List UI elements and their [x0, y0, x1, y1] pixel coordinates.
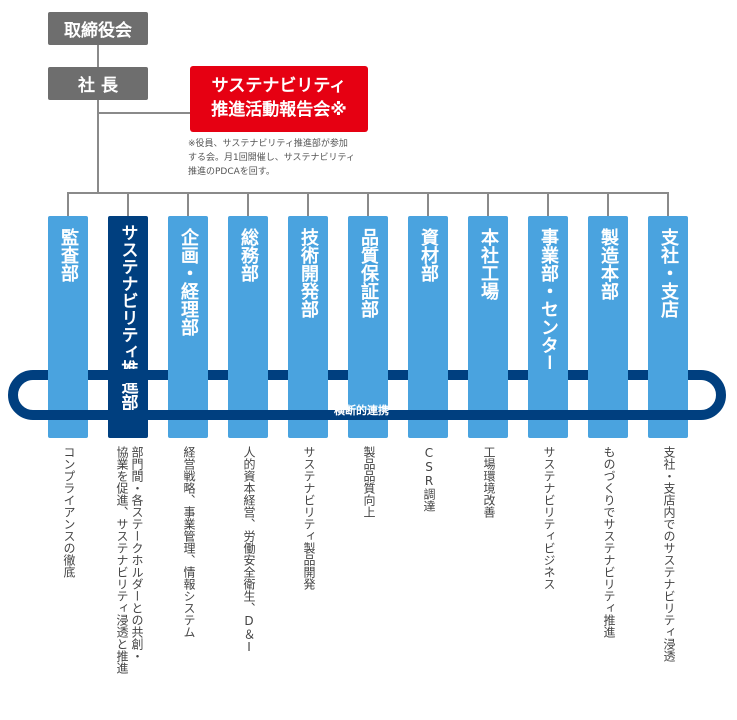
department-description-line: 部門間・各ステークホルダーとの共創・ — [130, 446, 144, 662]
department-description-line: CSR調達 — [422, 446, 436, 512]
department-description: コンプライアンスの徹底 — [60, 446, 76, 578]
department-description: 部門間・各ステークホルダーとの共創・協業を促進、サステナビリティ浸透と推進 — [112, 446, 144, 674]
department-box: サステナビリティ推進部 — [108, 216, 148, 438]
department-label: 技術開発部 — [298, 228, 319, 318]
department-description-line: サステナビリティ製品開発 — [302, 446, 316, 590]
department-description: 経営戦略、事業管理、情報システム — [180, 446, 196, 638]
department-description-line: 製品品質向上 — [362, 446, 376, 518]
department-box: 企画・経理部 — [168, 216, 208, 438]
committee-note: ※役員、サステナビリティ推進部が参加 する会。月1回開催し、サステナビリティ 推… — [188, 139, 356, 177]
department-label: 監査部 — [58, 228, 79, 282]
department-overlap — [588, 369, 628, 383]
department-connector — [247, 193, 249, 216]
department-overlap — [408, 369, 448, 383]
department-label: 本社工場 — [478, 228, 499, 300]
department-box: 資材部 — [408, 216, 448, 438]
department-description-line: 工場環境改善 — [482, 446, 496, 518]
department-box: 監査部 — [48, 216, 88, 438]
department-box: 製造本部 — [588, 216, 628, 438]
department-box: 本社工場 — [468, 216, 508, 438]
department-label: サステナビリティ推進部 — [117, 224, 138, 411]
department-label: 総務部 — [238, 228, 259, 282]
department-description: 製品品質向上 — [360, 446, 376, 518]
department-label: 事業部・センター — [538, 228, 559, 372]
department-label: 支社・支店 — [658, 228, 679, 318]
committee-label-line2: 推進活動報告会※ — [211, 100, 347, 120]
department-connector — [127, 193, 129, 216]
connector-president-committee — [97, 112, 190, 114]
department-connector — [427, 193, 429, 216]
department-box: 品質保証部 — [348, 216, 388, 438]
department-description: サステナビリティ製品開発 — [300, 446, 316, 590]
committee-label-line1: サステナビリティ — [211, 76, 347, 96]
department-connector — [187, 193, 189, 216]
department-box: 総務部 — [228, 216, 268, 438]
department-overlap — [648, 369, 688, 383]
department-overlap — [228, 369, 268, 383]
department-overlap — [168, 369, 208, 383]
department-label: 企画・経理部 — [178, 228, 199, 336]
department-overlap — [108, 369, 148, 383]
department-label: 品質保証部 — [358, 228, 379, 318]
board-box: 取締役会 — [48, 12, 148, 45]
department-connector — [307, 193, 309, 216]
department-description: サステナビリティビジネス — [540, 446, 556, 590]
department-description: 支社・支店内でのサステナビリティ浸透 — [660, 446, 676, 662]
department-overlap — [528, 369, 568, 383]
department-connector — [487, 193, 489, 216]
department-overlap — [468, 369, 508, 383]
department-overlap — [288, 369, 328, 383]
department-description-line: 支社・支店内でのサステナビリティ浸透 — [662, 446, 676, 662]
department-description-line: 協業を促進、サステナビリティ浸透と推進 — [115, 446, 129, 674]
department-connector — [67, 193, 69, 216]
department-overlap — [48, 369, 88, 383]
department-label: 製造本部 — [598, 228, 619, 300]
department-description-line: コンプライアンスの徹底 — [62, 446, 76, 578]
department-label: 資材部 — [418, 228, 439, 282]
department-description-line: サステナビリティビジネス — [542, 446, 556, 590]
department-description-line: 経営戦略、事業管理、情報システム — [182, 446, 196, 638]
department-box: 事業部・センター — [528, 216, 568, 438]
department-description: 人的資本経営、労働安全衛生、D＆I — [240, 446, 256, 654]
department-overlap — [348, 369, 388, 383]
president-box: 社 長 — [48, 67, 148, 100]
department-connector — [367, 193, 369, 216]
president-label: 社 長 — [78, 76, 118, 96]
department-description: CSR調達 — [420, 446, 436, 512]
department-connector — [547, 193, 549, 216]
department-connector — [667, 193, 669, 216]
loop-label: 横断的連携 — [334, 404, 389, 417]
committee-box: サステナビリティ 推進活動報告会※ — [190, 66, 368, 132]
department-description: ものづくりでサステナビリティ推進 — [600, 446, 616, 638]
trunk-line — [97, 100, 99, 193]
department-box: 技術開発部 — [288, 216, 328, 438]
department-description-line: 人的資本経営、労働安全衛生、D＆I — [242, 446, 256, 654]
board-label: 取締役会 — [64, 21, 132, 41]
department-description-line: ものづくりでサステナビリティ推進 — [602, 446, 616, 638]
department-description: 工場環境改善 — [480, 446, 496, 518]
department-box: 支社・支店 — [648, 216, 688, 438]
department-connector — [607, 193, 609, 216]
connector-board-president — [97, 45, 99, 67]
